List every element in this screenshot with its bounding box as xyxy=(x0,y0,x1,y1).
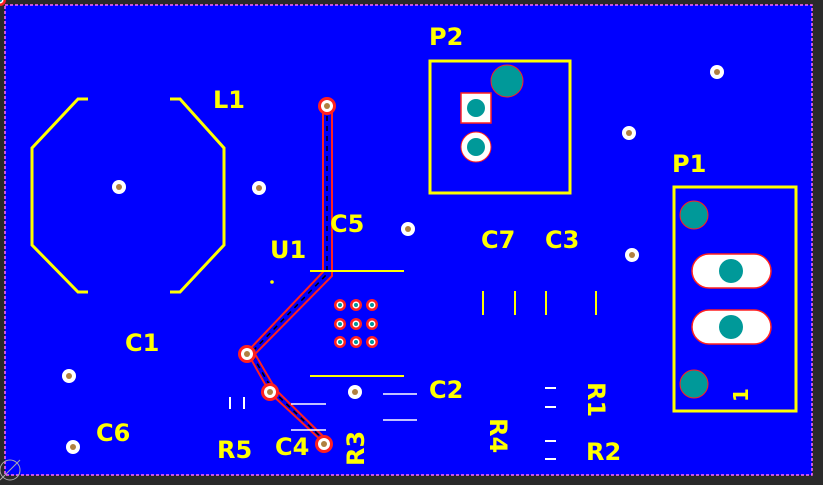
p1-pad-mount-top[interactable] xyxy=(679,200,709,230)
r5-outline[interactable] xyxy=(229,397,245,409)
label-p2: P2 xyxy=(429,23,463,51)
c3-outline[interactable] xyxy=(545,291,597,315)
label-c4: C4 xyxy=(275,433,309,461)
label-c5: C5 xyxy=(330,210,364,238)
via[interactable] xyxy=(318,97,336,115)
trace-net-center xyxy=(250,106,328,444)
via[interactable] xyxy=(710,65,724,79)
via[interactable] xyxy=(112,180,126,194)
p2-outline[interactable] xyxy=(428,59,572,195)
r1-outline[interactable] xyxy=(545,387,556,408)
c4-outline[interactable] xyxy=(291,403,326,431)
c2-outline[interactable] xyxy=(383,393,417,421)
label-r4: R4 xyxy=(484,418,512,453)
label-u1: U1 xyxy=(270,236,306,264)
label-c7: C7 xyxy=(481,226,515,254)
p1-pad-oval-2-hole xyxy=(719,315,743,339)
label-r2: R2 xyxy=(586,438,621,466)
label-r3: R3 xyxy=(342,431,370,466)
r2-outline[interactable] xyxy=(545,440,556,460)
label-c3: C3 xyxy=(545,226,579,254)
via[interactable] xyxy=(261,383,279,401)
label-p1-pin1: 1 xyxy=(729,388,753,402)
u1-thermal-vias xyxy=(0,0,6,6)
u1-thermal-grid xyxy=(334,299,378,348)
p1-pad-mount-bottom[interactable] xyxy=(679,369,709,399)
label-p1: P1 xyxy=(672,150,706,178)
label-c1: C1 xyxy=(125,329,159,357)
board-outline xyxy=(4,4,813,476)
p1-outline[interactable] xyxy=(672,185,798,413)
copper-pour xyxy=(5,5,812,475)
label-c2: C2 xyxy=(429,376,463,404)
via[interactable] xyxy=(62,369,76,383)
label-l1: L1 xyxy=(213,86,245,114)
via-group xyxy=(62,65,724,454)
via[interactable] xyxy=(315,435,333,453)
u1-outline[interactable] xyxy=(310,270,404,377)
via[interactable] xyxy=(348,385,362,399)
label-c6: C6 xyxy=(96,419,130,447)
c7-outline[interactable] xyxy=(482,291,516,315)
u1-pin1-dot xyxy=(270,280,274,284)
origin-marker xyxy=(0,459,21,481)
via[interactable] xyxy=(238,345,256,363)
via[interactable] xyxy=(66,440,80,454)
via[interactable] xyxy=(625,248,639,262)
label-r1: R1 xyxy=(582,382,610,417)
via[interactable] xyxy=(401,222,415,236)
p1-pad-oval-1-hole xyxy=(719,259,743,283)
inductor-l1-outline[interactable] xyxy=(30,97,226,294)
p2-pad-2 xyxy=(467,138,485,156)
via[interactable] xyxy=(622,126,636,140)
label-r5: R5 xyxy=(217,436,252,464)
p2-pad-1 xyxy=(467,99,485,117)
via[interactable] xyxy=(252,181,266,195)
p2-pad-mount[interactable] xyxy=(490,64,524,98)
